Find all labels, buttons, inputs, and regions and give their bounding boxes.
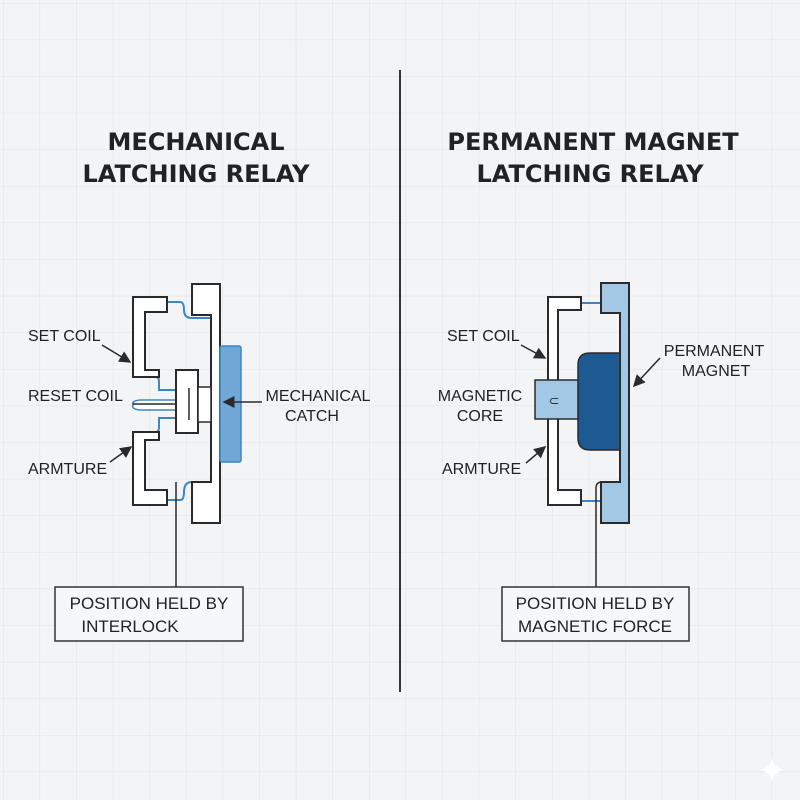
- label-armature: ARMTURE: [28, 461, 107, 478]
- label-magnet-line1: PERMANENT: [664, 343, 765, 360]
- label-core-line2: CORE: [457, 408, 503, 425]
- right-title-line1: PERMANENT MAGNET: [447, 128, 739, 156]
- armature-arrow-right: [525, 446, 547, 464]
- set-coil-arrow-right: [520, 344, 547, 359]
- sparkle-icon: [760, 758, 784, 782]
- magnet-arrow: [632, 357, 661, 388]
- mechanical-relay-panel: MECHANICAL LATCHING RELAY SET COIL RESET…: [28, 128, 371, 642]
- label-reset-coil: RESET COIL: [28, 388, 123, 405]
- magnetic-core: [534, 379, 579, 420]
- label-catch-line1: MECHANICAL: [266, 388, 371, 405]
- left-title-line2: LATCHING RELAY: [83, 160, 311, 188]
- right-caption-line2: MAGNETIC FORCE: [518, 617, 672, 636]
- latch-tab: [197, 386, 212, 423]
- latch-block: [175, 369, 199, 434]
- set-coil-upper: [132, 296, 168, 378]
- set-coil-arrow: [101, 344, 132, 363]
- label-core-line1: MAGNETIC: [438, 388, 522, 405]
- label-catch-line2: CATCH: [285, 408, 339, 425]
- label-set-coil: SET COIL: [28, 328, 101, 345]
- right-caption-box: [501, 586, 690, 642]
- left-caption-line1: POSITION HELD BY: [70, 594, 229, 613]
- reset-coil-pin: [131, 399, 176, 411]
- label-set-coil-right: SET COIL: [447, 328, 520, 345]
- armature-lower: [132, 431, 168, 506]
- right-leader-line: [595, 481, 620, 587]
- magnet-relay-panel: PERMANENT MAGNET LATCHING RELAY ⊂ SET CO…: [438, 128, 765, 642]
- right-caption-line1: POSITION HELD BY: [516, 594, 675, 613]
- left-caption-box: [54, 586, 244, 642]
- core-symbol: ⊂: [549, 394, 560, 409]
- left-title-line1: MECHANICAL: [107, 128, 284, 156]
- label-magnet-line2: MAGNET: [682, 363, 751, 380]
- left-caption-line2: INTERLOCK: [81, 617, 179, 636]
- right-title-line2: LATCHING RELAY: [477, 160, 705, 188]
- mechanical-catch: [219, 345, 242, 463]
- armature-frame: [547, 296, 582, 506]
- label-armature-right: ARMTURE: [442, 461, 521, 478]
- armature-arrow: [109, 446, 133, 463]
- permanent-magnet: [577, 352, 621, 451]
